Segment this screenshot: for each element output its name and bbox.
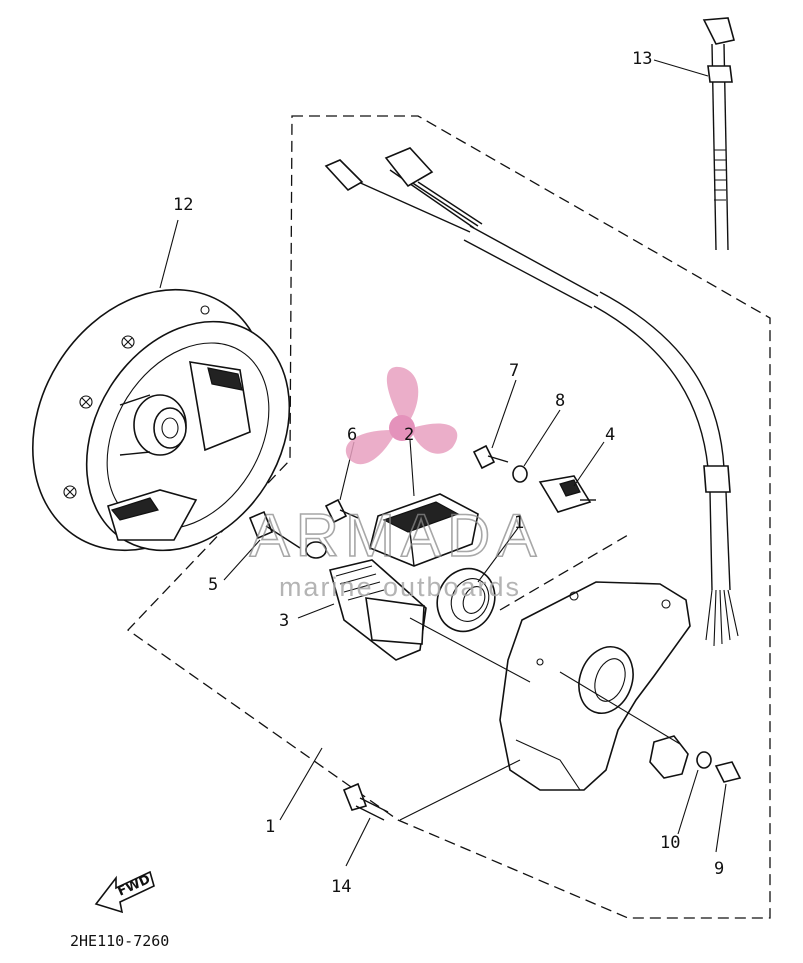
screw-6	[324, 498, 359, 524]
callout-8: 8	[555, 391, 565, 411]
callout-14: 14	[331, 877, 351, 897]
screw-5	[248, 510, 301, 549]
callout-5: 5	[208, 575, 218, 595]
clip-small	[305, 541, 327, 559]
callout-9: 9	[714, 859, 724, 879]
callout-10: 10	[660, 833, 680, 853]
cable-tie	[702, 17, 735, 251]
callout-2: 2	[404, 425, 414, 445]
callout-1-seal: 1	[514, 513, 524, 533]
callout-7: 7	[509, 361, 519, 381]
guide-line-stator	[499, 534, 629, 611]
pulser-coil	[369, 493, 479, 567]
armada-watermark: ARMADA marine outboards	[249, 366, 543, 602]
screw-7	[472, 444, 509, 470]
screw-14	[342, 782, 389, 821]
connector-4	[538, 475, 596, 513]
callout-4: 4	[605, 425, 615, 445]
callout-3: 3	[279, 611, 289, 631]
stator-base	[499, 581, 691, 791]
leader-lines	[159, 59, 727, 867]
washer-10	[696, 751, 712, 769]
oil-seal	[436, 567, 496, 633]
flywheel	[31, 288, 291, 552]
part-code: 2HE110-7260	[70, 932, 169, 950]
wire-harness	[324, 147, 739, 647]
watermark-brand: ARMADA	[250, 502, 543, 569]
callout-6: 6	[347, 425, 357, 445]
screw-9	[714, 761, 742, 783]
watermark-tagline: marine outboards	[279, 572, 521, 602]
clamp	[649, 735, 689, 779]
callout-12: 12	[173, 195, 193, 215]
callout-1-assembly: 1	[265, 817, 275, 837]
washer-8	[512, 465, 528, 483]
charge-coil	[329, 559, 427, 661]
callout-13: 13	[632, 49, 652, 69]
fwd-arrow: FWD	[94, 870, 155, 914]
propeller-logo-icon	[345, 366, 458, 465]
